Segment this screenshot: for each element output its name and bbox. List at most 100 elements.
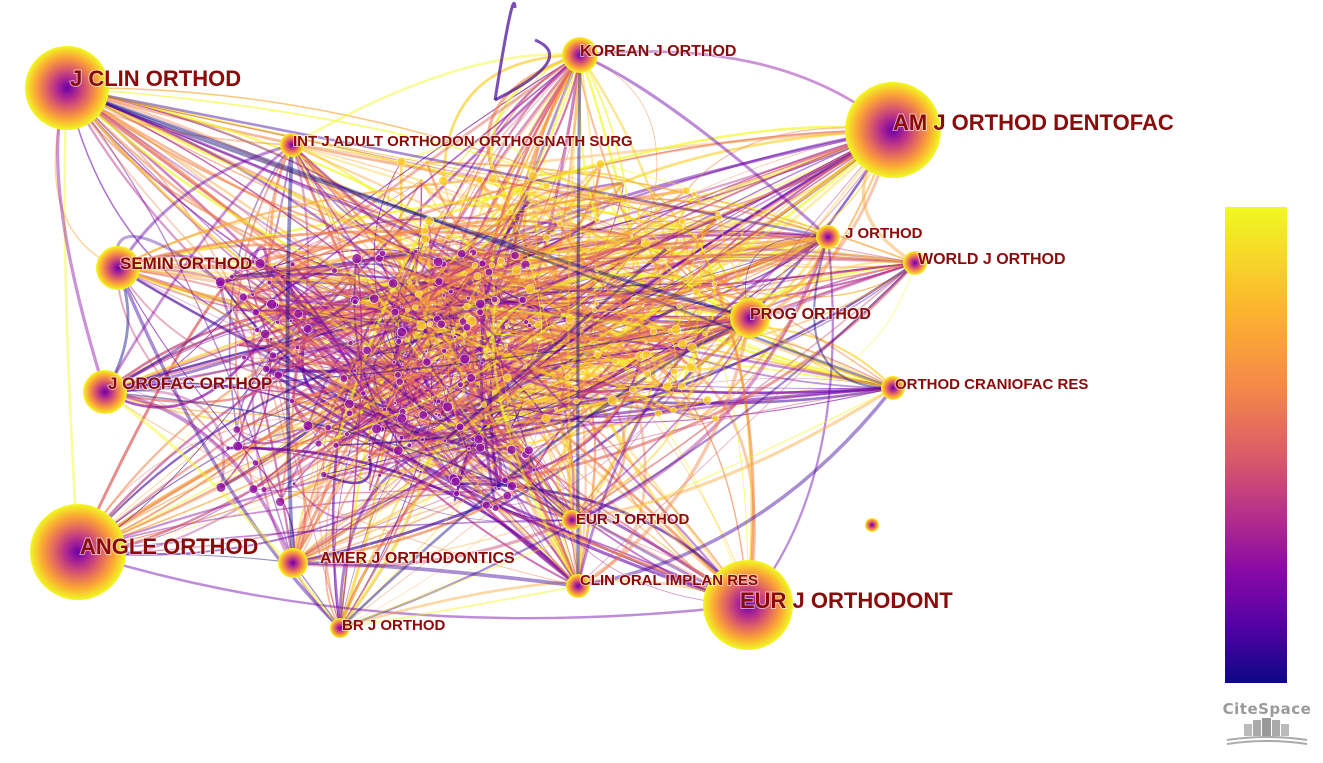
minor-node — [466, 446, 471, 451]
minor-node — [418, 410, 428, 420]
journal-node-world[interactable] — [903, 251, 927, 275]
citation-edge — [419, 179, 625, 208]
minor-node — [345, 409, 353, 417]
citation-edge — [353, 54, 581, 372]
citation-edge — [306, 413, 506, 482]
minor-node — [232, 440, 243, 452]
citation-edge — [393, 361, 708, 418]
citation-edge — [66, 87, 718, 215]
citation-edge — [77, 254, 516, 553]
journal-node-semin[interactable] — [96, 246, 140, 290]
journal-node-orofac[interactable] — [83, 370, 127, 414]
citation-edge — [392, 362, 530, 455]
minor-node — [248, 484, 259, 494]
minor-node — [528, 170, 539, 181]
minor-node — [421, 227, 429, 235]
minor-node — [556, 220, 564, 227]
citation-edge — [253, 469, 535, 494]
minor-node — [407, 279, 413, 285]
citation-edge — [338, 437, 474, 629]
journal-node-jclin[interactable] — [25, 46, 109, 130]
citation-edge — [479, 198, 532, 509]
minor-node — [492, 401, 497, 406]
citation-edge — [117, 230, 548, 270]
journal-node-prog[interactable] — [730, 298, 770, 338]
citespace-logo: CiteSpace — [1222, 700, 1312, 756]
citation-edge — [103, 143, 293, 393]
journal-node-brj[interactable] — [330, 618, 350, 638]
journal-node-eurjo[interactable] — [703, 560, 793, 650]
minor-node — [415, 290, 423, 298]
minor-node — [415, 282, 419, 286]
citation-edge — [697, 236, 829, 421]
minor-node — [215, 482, 227, 493]
citation-edge — [571, 386, 894, 522]
minor-node — [534, 321, 543, 330]
minor-node — [654, 409, 663, 418]
citation-edge — [291, 144, 751, 319]
citation-edge — [400, 237, 428, 352]
journal-node-korean[interactable] — [562, 37, 598, 73]
journal-label-amer: AMER J ORTHODONTICS — [320, 550, 515, 567]
minor-node — [670, 407, 677, 414]
citation-edge — [716, 213, 894, 389]
journal-node-jorthod[interactable] — [816, 225, 840, 249]
journal-node-amj[interactable] — [845, 82, 941, 178]
citation-edge — [273, 266, 491, 508]
minor-node — [488, 262, 496, 269]
citation-edge — [291, 400, 496, 489]
citation-edge — [526, 197, 829, 238]
citation-edge — [104, 347, 299, 404]
minor-node-layer — [215, 156, 723, 512]
citation-edge — [285, 144, 295, 564]
citation-edge — [228, 144, 293, 430]
minor-node — [691, 191, 697, 197]
time-colorbar — [1225, 207, 1287, 683]
citation-edge — [376, 355, 643, 436]
minor-node — [672, 392, 676, 396]
journal-node-amer[interactable] — [278, 548, 308, 578]
minor-node — [262, 364, 271, 373]
citation-edge — [66, 87, 426, 232]
journal-label-brj: BR J ORTHOD — [342, 617, 446, 634]
minor-node — [255, 379, 263, 387]
citation-edge — [579, 54, 635, 299]
journal-label-amj: AM J ORTHOD DENTOFAC — [893, 110, 1174, 135]
citation-edge — [401, 236, 829, 365]
edge-layer — [54, 1, 917, 630]
citation-edge — [243, 295, 894, 390]
journal-node-craniofac[interactable] — [881, 376, 905, 400]
journal-node-eurj[interactable] — [562, 510, 582, 530]
citation-edge — [117, 267, 364, 395]
journal-node-intj[interactable] — [280, 133, 304, 157]
minor-node — [215, 276, 226, 287]
citation-edge — [66, 87, 442, 378]
minor-node — [288, 318, 293, 323]
citation-edge — [339, 585, 579, 629]
minor-node — [453, 490, 460, 497]
minor-node — [518, 295, 527, 304]
minor-node — [251, 308, 260, 317]
journal-label-orofac: J OROFAC ORTHOP — [108, 374, 272, 393]
minor-node — [289, 261, 296, 268]
citation-edge — [66, 86, 749, 606]
citation-edge — [420, 180, 512, 496]
citation-edge — [682, 129, 895, 346]
minor-node — [509, 425, 513, 429]
minor-node — [455, 422, 465, 432]
citation-edge — [334, 251, 417, 629]
citation-edge — [472, 212, 719, 265]
minor-node — [622, 181, 626, 185]
minor-node — [469, 252, 473, 256]
minor-node — [541, 413, 551, 424]
minor-node — [436, 398, 442, 404]
minor-node — [594, 217, 601, 224]
minor-node — [438, 415, 443, 420]
minor-node — [507, 208, 514, 216]
minor-node — [420, 234, 431, 244]
journal-node-angle[interactable] — [30, 504, 126, 600]
citation-edge — [77, 282, 418, 553]
citation-edge — [292, 387, 894, 564]
citation-edge — [510, 198, 829, 238]
journal-node-clinoral[interactable] — [566, 574, 590, 598]
